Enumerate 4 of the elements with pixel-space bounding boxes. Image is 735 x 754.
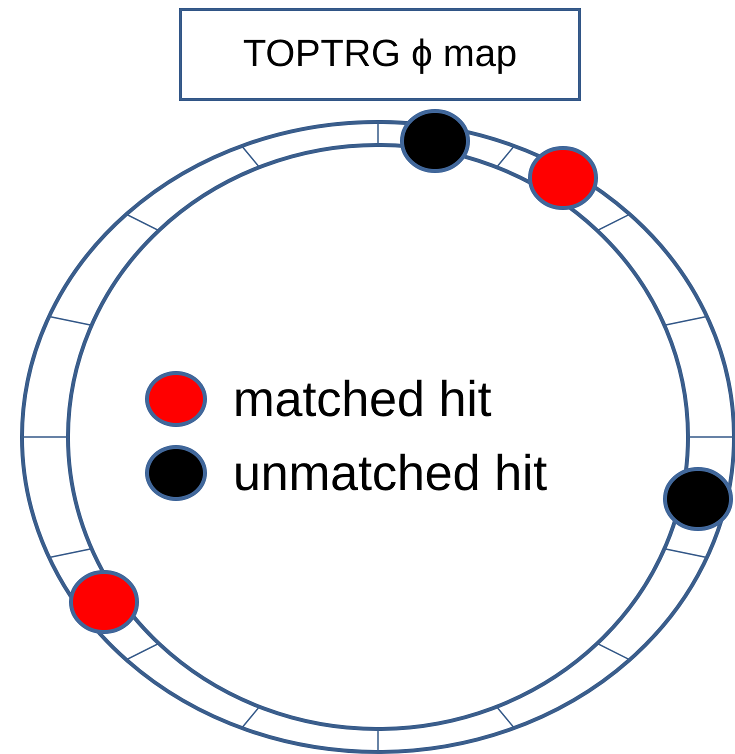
- map-title: TOPTRG ϕ map: [243, 33, 517, 76]
- legend-label: unmatched hit: [233, 444, 548, 502]
- title-box: [179, 8, 581, 101]
- legend-label: matched hit: [233, 370, 492, 428]
